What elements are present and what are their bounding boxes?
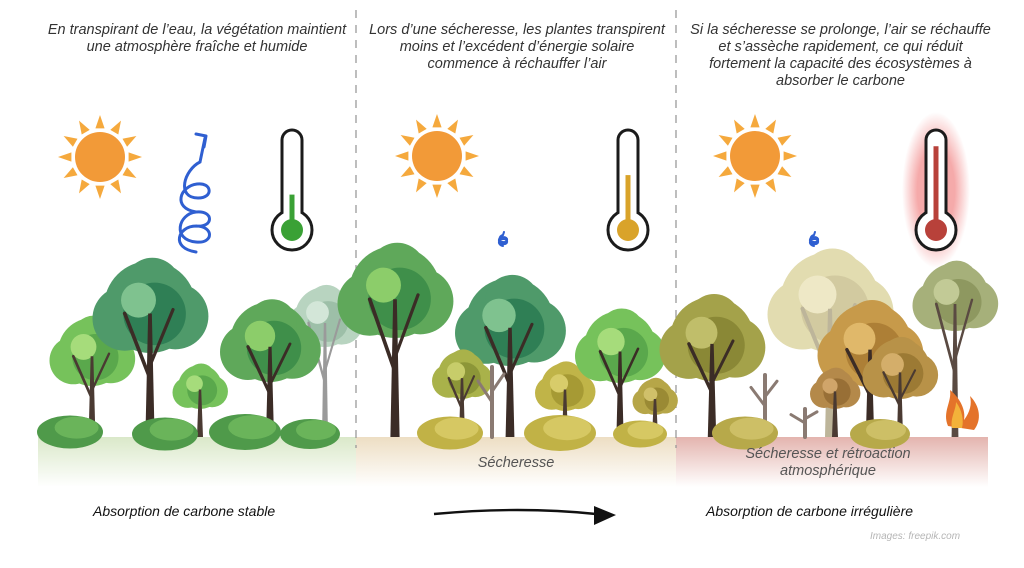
- sun-icon: [395, 114, 479, 198]
- sun-ray: [58, 152, 72, 162]
- sun-ray: [750, 114, 760, 128]
- water-vapor-spiral-icon: [177, 132, 211, 254]
- sun-ray: [416, 178, 427, 193]
- sun-ray: [734, 119, 745, 134]
- dead-tree: [476, 365, 506, 439]
- tree-icon: [535, 361, 596, 437]
- sun-ray: [400, 166, 415, 177]
- sun-ray: [447, 178, 458, 193]
- thermometer-fluid: [933, 146, 939, 222]
- shrub: [712, 416, 778, 450]
- shrub: [37, 415, 103, 449]
- ground-label-drought: Sécheresse: [477, 455, 555, 471]
- sun-ray: [110, 120, 121, 135]
- ground-label-feedback: Sécheresse et rétroaction atmosphérique: [745, 446, 911, 479]
- shrub: [417, 416, 483, 450]
- sun-ray: [79, 120, 90, 135]
- sun-ray: [718, 135, 733, 146]
- ground-band-drought: [356, 437, 676, 487]
- thermometer-bulb: [617, 219, 639, 241]
- sun-ray: [400, 135, 415, 146]
- shrub: [209, 414, 281, 450]
- sun-ray: [95, 185, 105, 199]
- thermometer-fluid: [289, 194, 295, 222]
- tree-icon: [455, 274, 566, 437]
- sun-ray: [63, 167, 78, 178]
- sun-ray: [765, 119, 776, 134]
- thermometer-icon: [902, 112, 970, 268]
- panel-caption-feedback: Si la sécheresse se prolonge, l’air se r…: [690, 22, 991, 89]
- tree-icon: [432, 349, 493, 437]
- panel-caption-stable: En transpirant de l’eau, la végétation m…: [47, 22, 347, 55]
- sun-ray: [432, 184, 442, 198]
- dead-tree: [789, 407, 819, 439]
- tree-icon: [862, 336, 939, 437]
- sun-ray: [713, 151, 727, 161]
- sun-ray: [459, 166, 474, 177]
- tree-icon: [659, 294, 766, 437]
- tree-icon: [810, 367, 861, 437]
- panel-caption-drought: Lors d’une sécheresse, les plantes trans…: [369, 22, 665, 72]
- shrub: [132, 417, 198, 451]
- tree-icon: [92, 257, 209, 437]
- sun-ray: [447, 119, 458, 134]
- arrow-right-icon: [433, 506, 616, 525]
- thermometer-bulb: [925, 219, 947, 241]
- bottom-label-irregular: Absorption de carbone irrégulière: [706, 503, 914, 519]
- sun-ray: [459, 135, 474, 146]
- sun-ray: [777, 135, 792, 146]
- shrub: [850, 419, 910, 449]
- sun-ray: [95, 115, 105, 129]
- shrub: [280, 419, 340, 449]
- sun-ray: [465, 151, 479, 161]
- water-vapor-spiral-icon: [497, 231, 509, 247]
- sun-ray: [395, 151, 409, 161]
- water-vapor-spiral-icon: [808, 231, 820, 247]
- sun-icon: [713, 114, 797, 198]
- sun-ray: [777, 166, 792, 177]
- sun-ray: [122, 136, 137, 147]
- sun-ray: [110, 179, 121, 194]
- shrub: [524, 415, 596, 451]
- fire-icon: [946, 390, 979, 430]
- sun-ray: [416, 119, 427, 134]
- shrub: [613, 420, 667, 448]
- sun-ray: [783, 151, 797, 161]
- sun-ray: [122, 167, 137, 178]
- sun-ray: [734, 178, 745, 193]
- sun-ray: [128, 152, 142, 162]
- sun-ray: [79, 179, 90, 194]
- tree-icon: [220, 299, 321, 437]
- thermometer-icon: [270, 128, 314, 252]
- sun-icon: [58, 115, 142, 199]
- sun-ray: [63, 136, 78, 147]
- image-credit: Images: freepik.com: [870, 531, 961, 542]
- tree-icon: [912, 260, 999, 437]
- sun-ray: [765, 178, 776, 193]
- tree-icon: [172, 363, 228, 437]
- thermometer-fluid: [625, 175, 631, 222]
- sun-ray: [432, 114, 442, 128]
- bottom-label-stable: Absorption de carbone stable: [93, 503, 276, 519]
- thermometer-icon: [606, 128, 650, 252]
- thermometer-bulb: [281, 219, 303, 241]
- tree-icon: [575, 308, 666, 437]
- sun-ray: [750, 184, 760, 198]
- sun-ray: [718, 166, 733, 177]
- tree-icon: [337, 242, 454, 437]
- forest: [37, 242, 999, 451]
- tree-icon: [287, 284, 364, 437]
